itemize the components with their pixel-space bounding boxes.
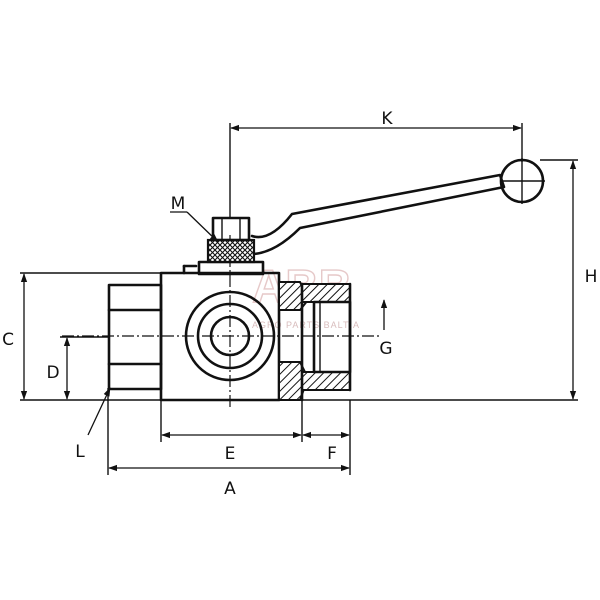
right-port-section	[278, 281, 352, 402]
label-e: E	[225, 444, 236, 464]
dimension-labels: K H C D M G L E F A	[2, 109, 597, 499]
label-h: H	[585, 267, 598, 287]
label-g: G	[379, 339, 392, 359]
valve-body	[107, 260, 281, 402]
label-d: D	[46, 363, 59, 383]
label-c: C	[2, 330, 14, 350]
dimensions	[20, 124, 577, 472]
watermark-tagline: AGRO PARTS BALTIA	[252, 320, 360, 330]
label-k: K	[381, 109, 393, 129]
handle-assembly	[206, 158, 545, 264]
label-a: A	[224, 479, 236, 499]
leader-l	[87, 387, 111, 436]
label-l: L	[75, 442, 85, 462]
label-f: F	[327, 444, 337, 464]
leader-m	[186, 211, 219, 243]
label-m: M	[171, 194, 186, 214]
